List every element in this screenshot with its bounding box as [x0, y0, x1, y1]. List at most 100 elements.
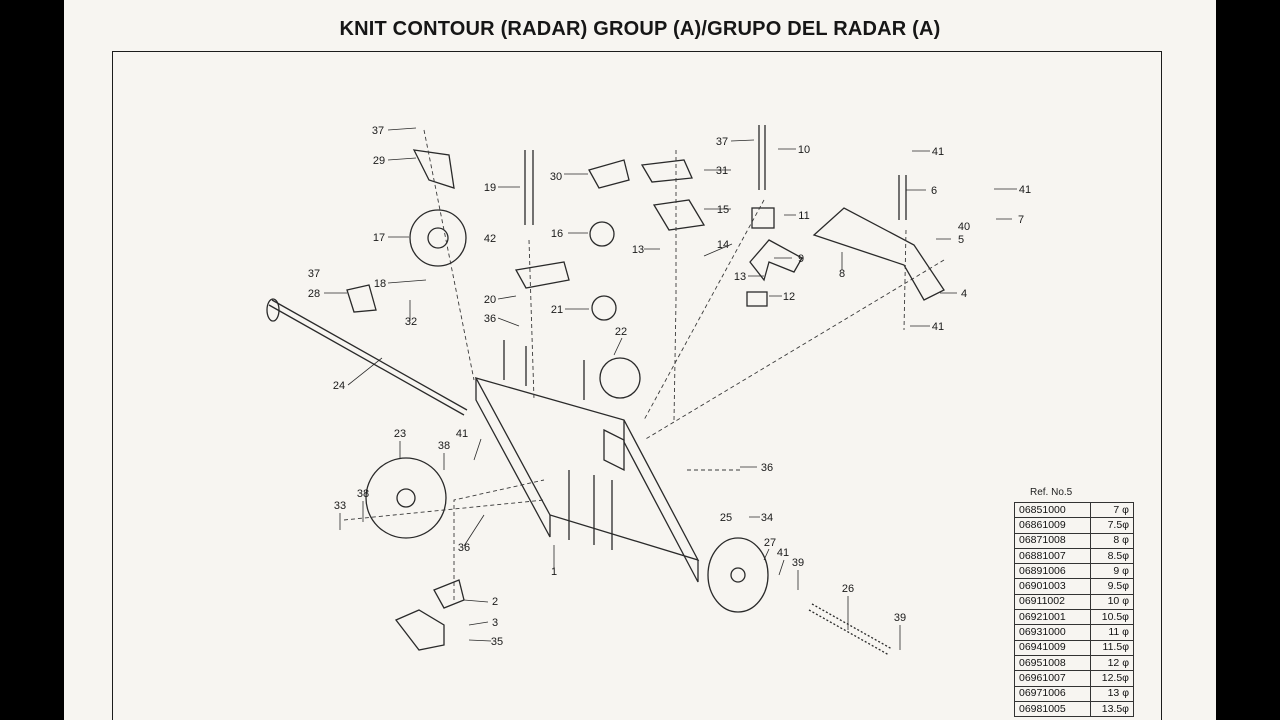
callout-36b: 36: [761, 462, 773, 474]
rod-19: [524, 150, 534, 225]
callout-31: 31: [716, 165, 728, 177]
part-size: 12.5φ: [1090, 670, 1134, 687]
callout-12: 12: [783, 291, 795, 303]
callout-14: 14: [717, 239, 729, 251]
part-size: 10 φ: [1090, 593, 1134, 611]
callout-19: 19: [484, 182, 496, 194]
callout-11: 11: [798, 210, 809, 222]
callout-42: 42: [484, 233, 496, 245]
callout-17: 17: [373, 232, 385, 244]
part-size: 7.5φ: [1090, 517, 1134, 534]
plate-15: [652, 199, 706, 231]
callout-18: 18: [374, 278, 386, 290]
chassis-frame: [474, 376, 700, 562]
callout-2: 2: [492, 596, 498, 608]
callout-21: 21: [551, 304, 563, 316]
callout-41c: 41: [932, 146, 944, 158]
part-code: 06891006: [1014, 563, 1091, 580]
callout-4: 4: [961, 288, 967, 300]
part-code: 06971006: [1014, 685, 1091, 702]
part-code: 06951008: [1014, 654, 1091, 672]
spring-26: [808, 603, 893, 656]
callout-37a: 37: [372, 125, 384, 137]
callout-15: 15: [717, 204, 729, 216]
callout-9: 9: [798, 253, 804, 265]
callout-32: 32: [405, 316, 417, 328]
callout-41d: 41: [1019, 184, 1031, 196]
page-title: KNIT CONTOUR (RADAR) GROUP (A)/GRUPO DEL…: [339, 18, 941, 40]
part-size: 11.5φ: [1090, 639, 1134, 656]
part-size: 13 φ: [1090, 685, 1134, 702]
plate-3: [394, 609, 445, 651]
callout-7: 7: [1018, 214, 1024, 226]
callout-16: 16: [551, 228, 563, 240]
wheel-25: [707, 537, 769, 613]
callout-3: 3: [492, 617, 498, 629]
part-code: 06871008: [1014, 532, 1091, 549]
callout-36c: 36: [458, 542, 470, 554]
ref-table-label: Ref. No.5: [1030, 487, 1073, 498]
bracket-20: [514, 261, 570, 289]
callout-38a: 38: [438, 440, 450, 452]
diagram-frame: [112, 51, 1162, 720]
callout-30: 30: [550, 171, 562, 183]
callout-33: 33: [334, 500, 346, 512]
callout-13a: 13: [632, 244, 644, 256]
bracket-28: [346, 284, 377, 313]
callout-10: 10: [798, 144, 810, 156]
bracket-29: [412, 149, 455, 189]
lever-4: [812, 207, 945, 301]
part-size: 8 φ: [1090, 532, 1134, 549]
callout-5: 5: [958, 234, 964, 246]
part-code: 06931000: [1014, 624, 1091, 641]
callout-8: 8: [839, 268, 845, 280]
rod-6: [898, 175, 907, 220]
callout-41b: 41: [777, 547, 789, 559]
callout-13b: 13: [734, 271, 746, 283]
callout-28: 28: [308, 288, 320, 300]
part-code: 06961007: [1014, 670, 1091, 687]
bracket-9: [749, 239, 803, 282]
part-size: 10.5φ: [1090, 609, 1134, 626]
part-size: 8.5φ: [1090, 547, 1134, 565]
callout-38b: 38: [357, 488, 369, 500]
part-code: 06851000: [1014, 501, 1091, 519]
callout-22: 22: [615, 326, 627, 338]
callout-36a: 36: [484, 313, 496, 325]
callout-37b: 37: [716, 136, 728, 148]
exploded-parts-diagram: 1 2 3 4 5 6 7 8 9 10 11 12 13 13 14 15 1…: [266, 125, 1031, 656]
gear-17: [409, 209, 467, 267]
gear-21: [591, 295, 617, 321]
callout-1: 1: [551, 566, 557, 578]
callout-37c: 37: [308, 268, 320, 280]
part-code: 06911002: [1014, 593, 1091, 611]
part-code: 06861009: [1014, 517, 1091, 534]
catalog-page: KNIT CONTOUR (RADAR) GROUP (A)/GRUPO DEL…: [64, 0, 1216, 720]
dial-23: [365, 457, 447, 539]
bracket-30: [588, 159, 630, 189]
part-code: 06941009: [1014, 639, 1091, 656]
callout-41a: 41: [456, 428, 468, 440]
gear-16: [589, 221, 615, 247]
part-size: 11 φ: [1090, 624, 1134, 641]
callout-35: 35: [491, 636, 503, 648]
callout-34: 34: [761, 512, 773, 524]
block-11: [751, 207, 775, 229]
rod-10: [758, 125, 766, 190]
callout-29: 29: [373, 155, 385, 167]
part-code: 06921001: [1014, 609, 1091, 626]
callout-40: 40: [958, 221, 970, 233]
